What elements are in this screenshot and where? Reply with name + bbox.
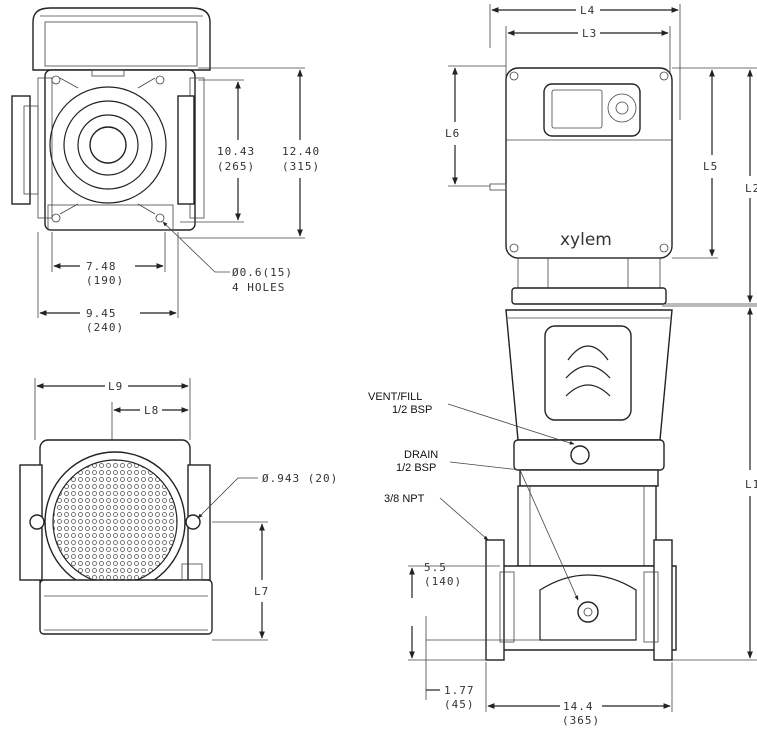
dim-L2: L2 — [745, 182, 757, 195]
hole-size-label: Ø0.6(15) — [232, 266, 293, 279]
cable-gland — [489, 183, 507, 191]
front-right-flange — [653, 539, 673, 661]
dim-height-outer-mm: (315) — [282, 160, 320, 173]
dim-height-inner-mm: (265) — [217, 160, 255, 173]
front-left-flange — [485, 539, 505, 661]
dim-L6: L6 — [445, 127, 460, 140]
motor-cover — [39, 579, 213, 635]
dim-width-inner-mm: (190) — [86, 274, 124, 287]
pump-column — [517, 485, 657, 567]
dim-base-width: 14.4 — [563, 700, 594, 713]
adapter-plate — [511, 287, 667, 305]
controller-housing — [32, 7, 211, 71]
dim-L7: L7 — [254, 585, 269, 598]
drain-size: 1/2 BSP — [396, 462, 436, 474]
dim-base-height-mm: (140) — [424, 575, 462, 588]
dim-height-inner: 10.43 — [217, 145, 255, 158]
hole-count-label: 4 HOLES — [232, 281, 285, 294]
display-screen — [551, 89, 603, 129]
dim-base-height: 5.5 — [424, 561, 447, 574]
control-panel — [543, 83, 641, 137]
dim-offset: 1.77 — [444, 684, 475, 697]
dim-L4: L4 — [580, 4, 595, 17]
right-flange — [177, 95, 195, 205]
drain-label: DRAIN — [404, 449, 438, 461]
dim-L9: L9 — [108, 380, 123, 393]
dim-width-outer-mm: (240) — [86, 321, 124, 334]
dim-height-outer: 12.40 — [282, 145, 320, 158]
dim-L3: L3 — [582, 27, 597, 40]
bottom-view: L9 L8 L7 Ø.943 (20) — [19, 378, 338, 641]
dim-L8: L8 — [144, 404, 159, 417]
vent-fill-label: VENT/FILL — [368, 391, 422, 403]
top-view: 10.43 (265) 12.40 (315) 7.48 (190) 9.45 … — [11, 7, 320, 334]
drain-port — [577, 601, 599, 623]
dim-base-width-mm: (365) — [562, 714, 600, 727]
dim-offset-mm: (45) — [444, 698, 475, 711]
dim-L5: L5 — [703, 160, 718, 173]
dim-width-inner: 7.48 — [86, 260, 117, 273]
npt-label: 3/8 NPT — [384, 493, 425, 505]
front-view: L4 L3 xylem L6 L5 L2 — [368, 4, 757, 727]
brand-logo: xylem — [560, 230, 612, 250]
vent-fill-size: 1/2 BSP — [392, 404, 432, 416]
fan-grille — [52, 459, 178, 585]
control-dial — [607, 93, 637, 123]
left-flange — [11, 95, 31, 205]
dim-L1: L1 — [745, 478, 757, 491]
port-diameter-label: Ø.943 (20) — [262, 472, 338, 485]
dim-width-outer: 9.45 — [86, 307, 117, 320]
motor-badge — [544, 325, 632, 421]
